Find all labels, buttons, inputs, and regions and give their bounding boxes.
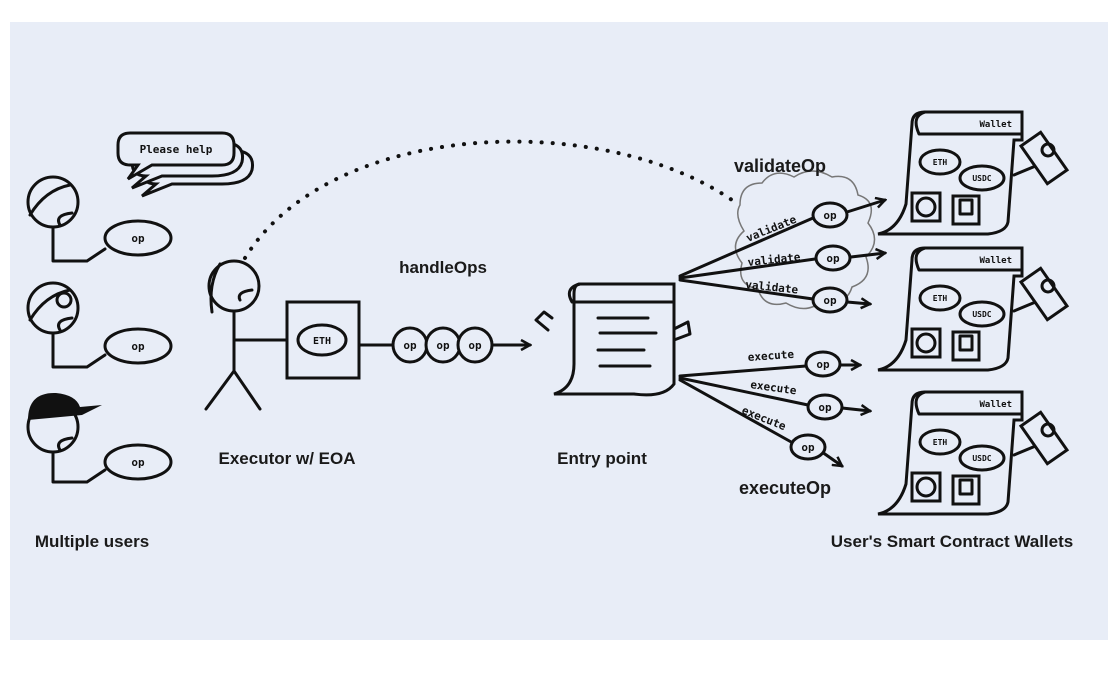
usdc-text: USDC (972, 310, 991, 319)
op-text: op (818, 401, 832, 414)
execute-text: execute (750, 378, 798, 397)
speech-text: Please help (140, 143, 213, 156)
wallet-title: Wallet (979, 120, 1012, 130)
wallet-title: Wallet (979, 400, 1012, 410)
op-text: op (403, 339, 417, 352)
op-text: op (823, 294, 837, 307)
op-text: op (823, 209, 837, 222)
money-icon (1012, 410, 1070, 466)
cap-icon (28, 392, 102, 420)
speech-bubble: Please help (116, 131, 255, 198)
eth-text: ETH (933, 294, 948, 303)
entry-point-scroll (534, 282, 692, 397)
op-text: op (468, 339, 482, 352)
dotted-connection (243, 139, 734, 260)
op-text: op (816, 358, 830, 371)
user-2: op (26, 281, 173, 369)
label-wallets: User's Smart Contract Wallets (831, 532, 1073, 551)
op-text: op (131, 456, 145, 469)
label-users: Multiple users (35, 532, 149, 551)
op-text: op (826, 252, 840, 265)
eth-text: ETH (313, 336, 331, 347)
validate-text: validate (745, 278, 799, 297)
op-bubble (103, 219, 173, 257)
user-1: op (26, 175, 173, 263)
wallet-title: Wallet (979, 256, 1012, 266)
label-execute-op: executeOp (739, 478, 831, 498)
op-bubble (103, 327, 173, 365)
usdc-text: USDC (972, 454, 991, 463)
user-3: op (26, 392, 173, 484)
executor-figure: ETH (204, 259, 361, 411)
op-text: op (131, 340, 145, 353)
validate-calls: op op op validate validate validate (678, 200, 885, 314)
execute-text: execute (747, 348, 795, 364)
op-bubble (103, 443, 173, 481)
op-text: op (131, 232, 145, 245)
op-text: op (436, 339, 450, 352)
label-validate-op: validateOp (734, 156, 826, 176)
wallet-3: Wallet ETH USDC (877, 390, 1070, 516)
eth-text: ETH (933, 438, 948, 447)
eth-text: ETH (933, 158, 948, 167)
execute-text: execute (740, 404, 788, 434)
validate-text: validate (747, 250, 801, 269)
execute-calls: op op op execute execute execute (678, 348, 870, 468)
label-handle-ops: handleOps (399, 258, 487, 277)
wallet-1: Wallet ETH USDC (877, 110, 1070, 236)
op-text: op (801, 441, 815, 454)
label-entry-point: Entry point (557, 449, 647, 468)
money-icon (1012, 266, 1070, 322)
wallet-2: Wallet ETH USDC (877, 246, 1070, 372)
usdc-text: USDC (972, 174, 991, 183)
bundled-ops: op op op (358, 326, 530, 364)
label-executor: Executor w/ EOA (219, 449, 356, 468)
validation-cloud (734, 170, 876, 310)
money-icon (1012, 130, 1070, 186)
